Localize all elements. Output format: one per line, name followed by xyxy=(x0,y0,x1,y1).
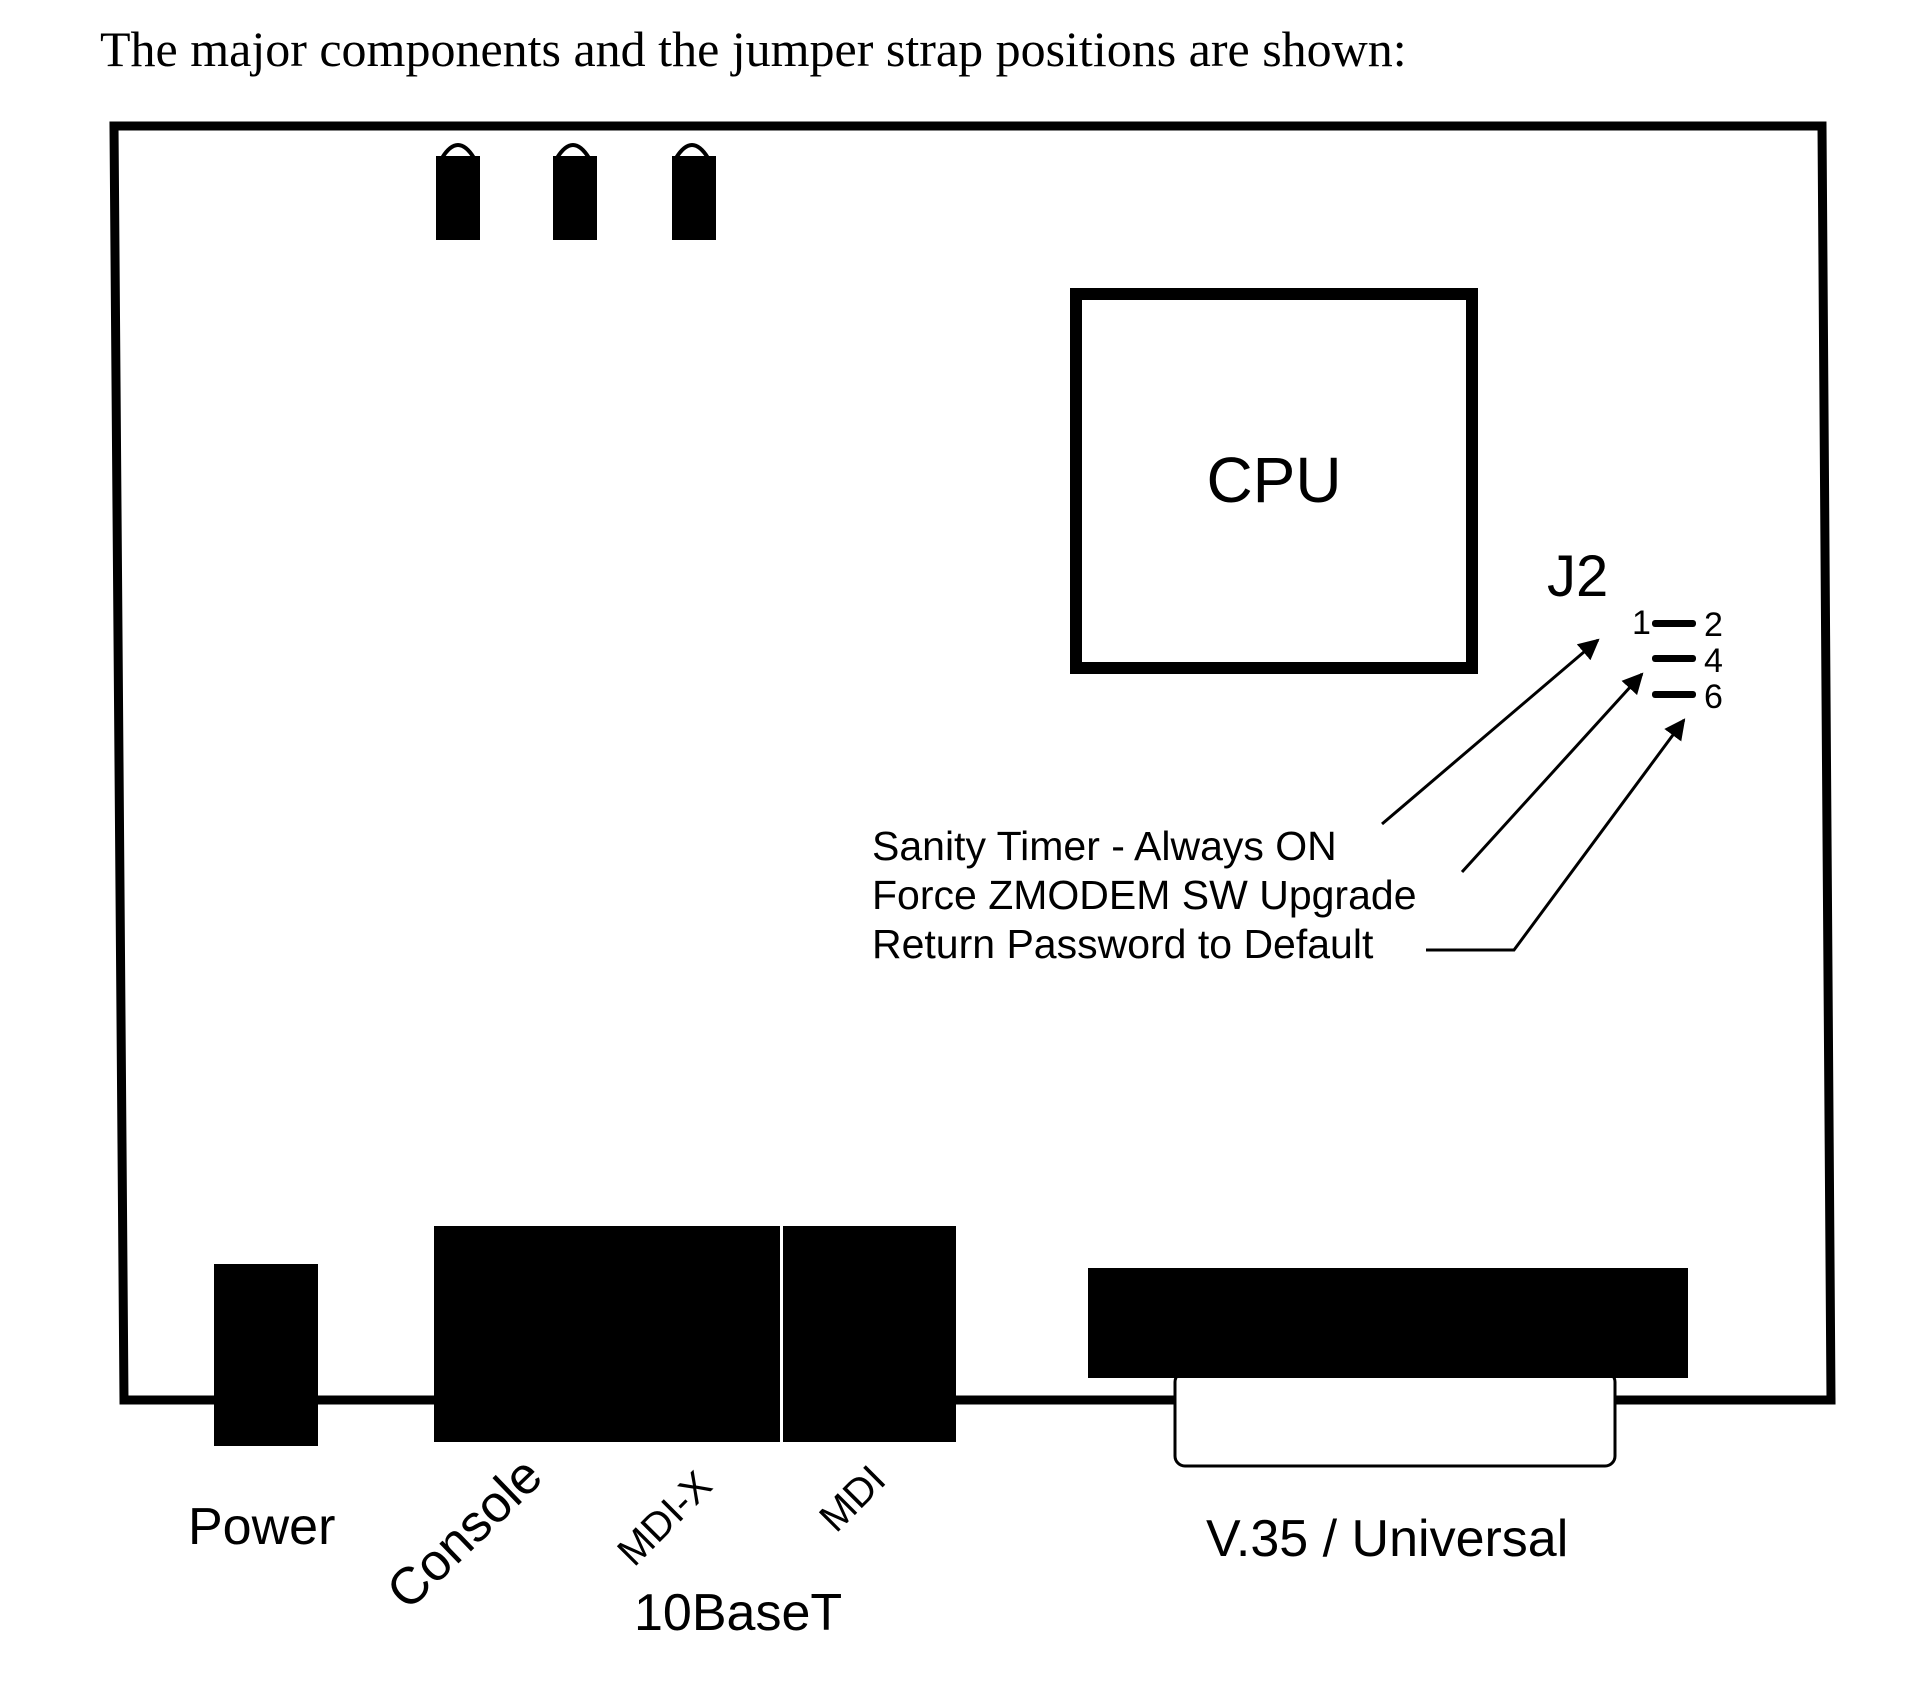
callout-force-zmodem: Force ZMODEM SW Upgrade xyxy=(872,872,1417,918)
jumper-strap-1-2 xyxy=(1652,620,1696,627)
mdi-x-label: MDI-X xyxy=(609,1463,720,1574)
jumper-strap-5-6 xyxy=(1652,691,1696,698)
cpu-label: CPU xyxy=(1206,444,1341,516)
led-3 xyxy=(672,143,716,240)
jumper-j2: J2 1 2 4 6 xyxy=(1547,544,1723,716)
callout-sanity-timer: Sanity Timer - Always ON xyxy=(872,823,1337,869)
mdi-label: MDI xyxy=(811,1457,894,1540)
power-label: Power xyxy=(188,1498,335,1556)
callout-arrow-2 xyxy=(1460,672,1644,874)
v35-connector xyxy=(1088,1268,1688,1378)
connector-divider xyxy=(780,1226,783,1442)
console-label: Console xyxy=(376,1446,554,1620)
jumper-pin-2: 2 xyxy=(1704,606,1723,644)
callout-arrow-1 xyxy=(1381,638,1600,826)
callout-arrow-3 xyxy=(1426,718,1686,952)
jumper-pin-6: 6 xyxy=(1704,678,1723,716)
ethernet-10baset-label: 10BaseT xyxy=(634,1584,842,1642)
jumper-strap-3-4 xyxy=(1652,655,1696,662)
board-outline xyxy=(109,121,1836,1405)
callout-return-password: Return Password to Default xyxy=(872,921,1374,967)
console-connector xyxy=(434,1226,782,1442)
jumper-pin-4: 4 xyxy=(1704,642,1723,680)
jumper-pin-1: 1 xyxy=(1632,604,1651,642)
jumper-j2-label: J2 xyxy=(1547,544,1608,609)
led-1 xyxy=(436,143,480,240)
mdi-connector xyxy=(783,1226,956,1442)
v35-shell xyxy=(1173,1370,1617,1468)
cpu-chip: CPU xyxy=(1070,288,1478,674)
intro-caption: The major components and the jumper stra… xyxy=(100,21,1407,77)
led-2 xyxy=(553,143,597,240)
power-connector xyxy=(214,1264,318,1446)
v35-universal-label: V.35 / Universal xyxy=(1206,1510,1568,1568)
